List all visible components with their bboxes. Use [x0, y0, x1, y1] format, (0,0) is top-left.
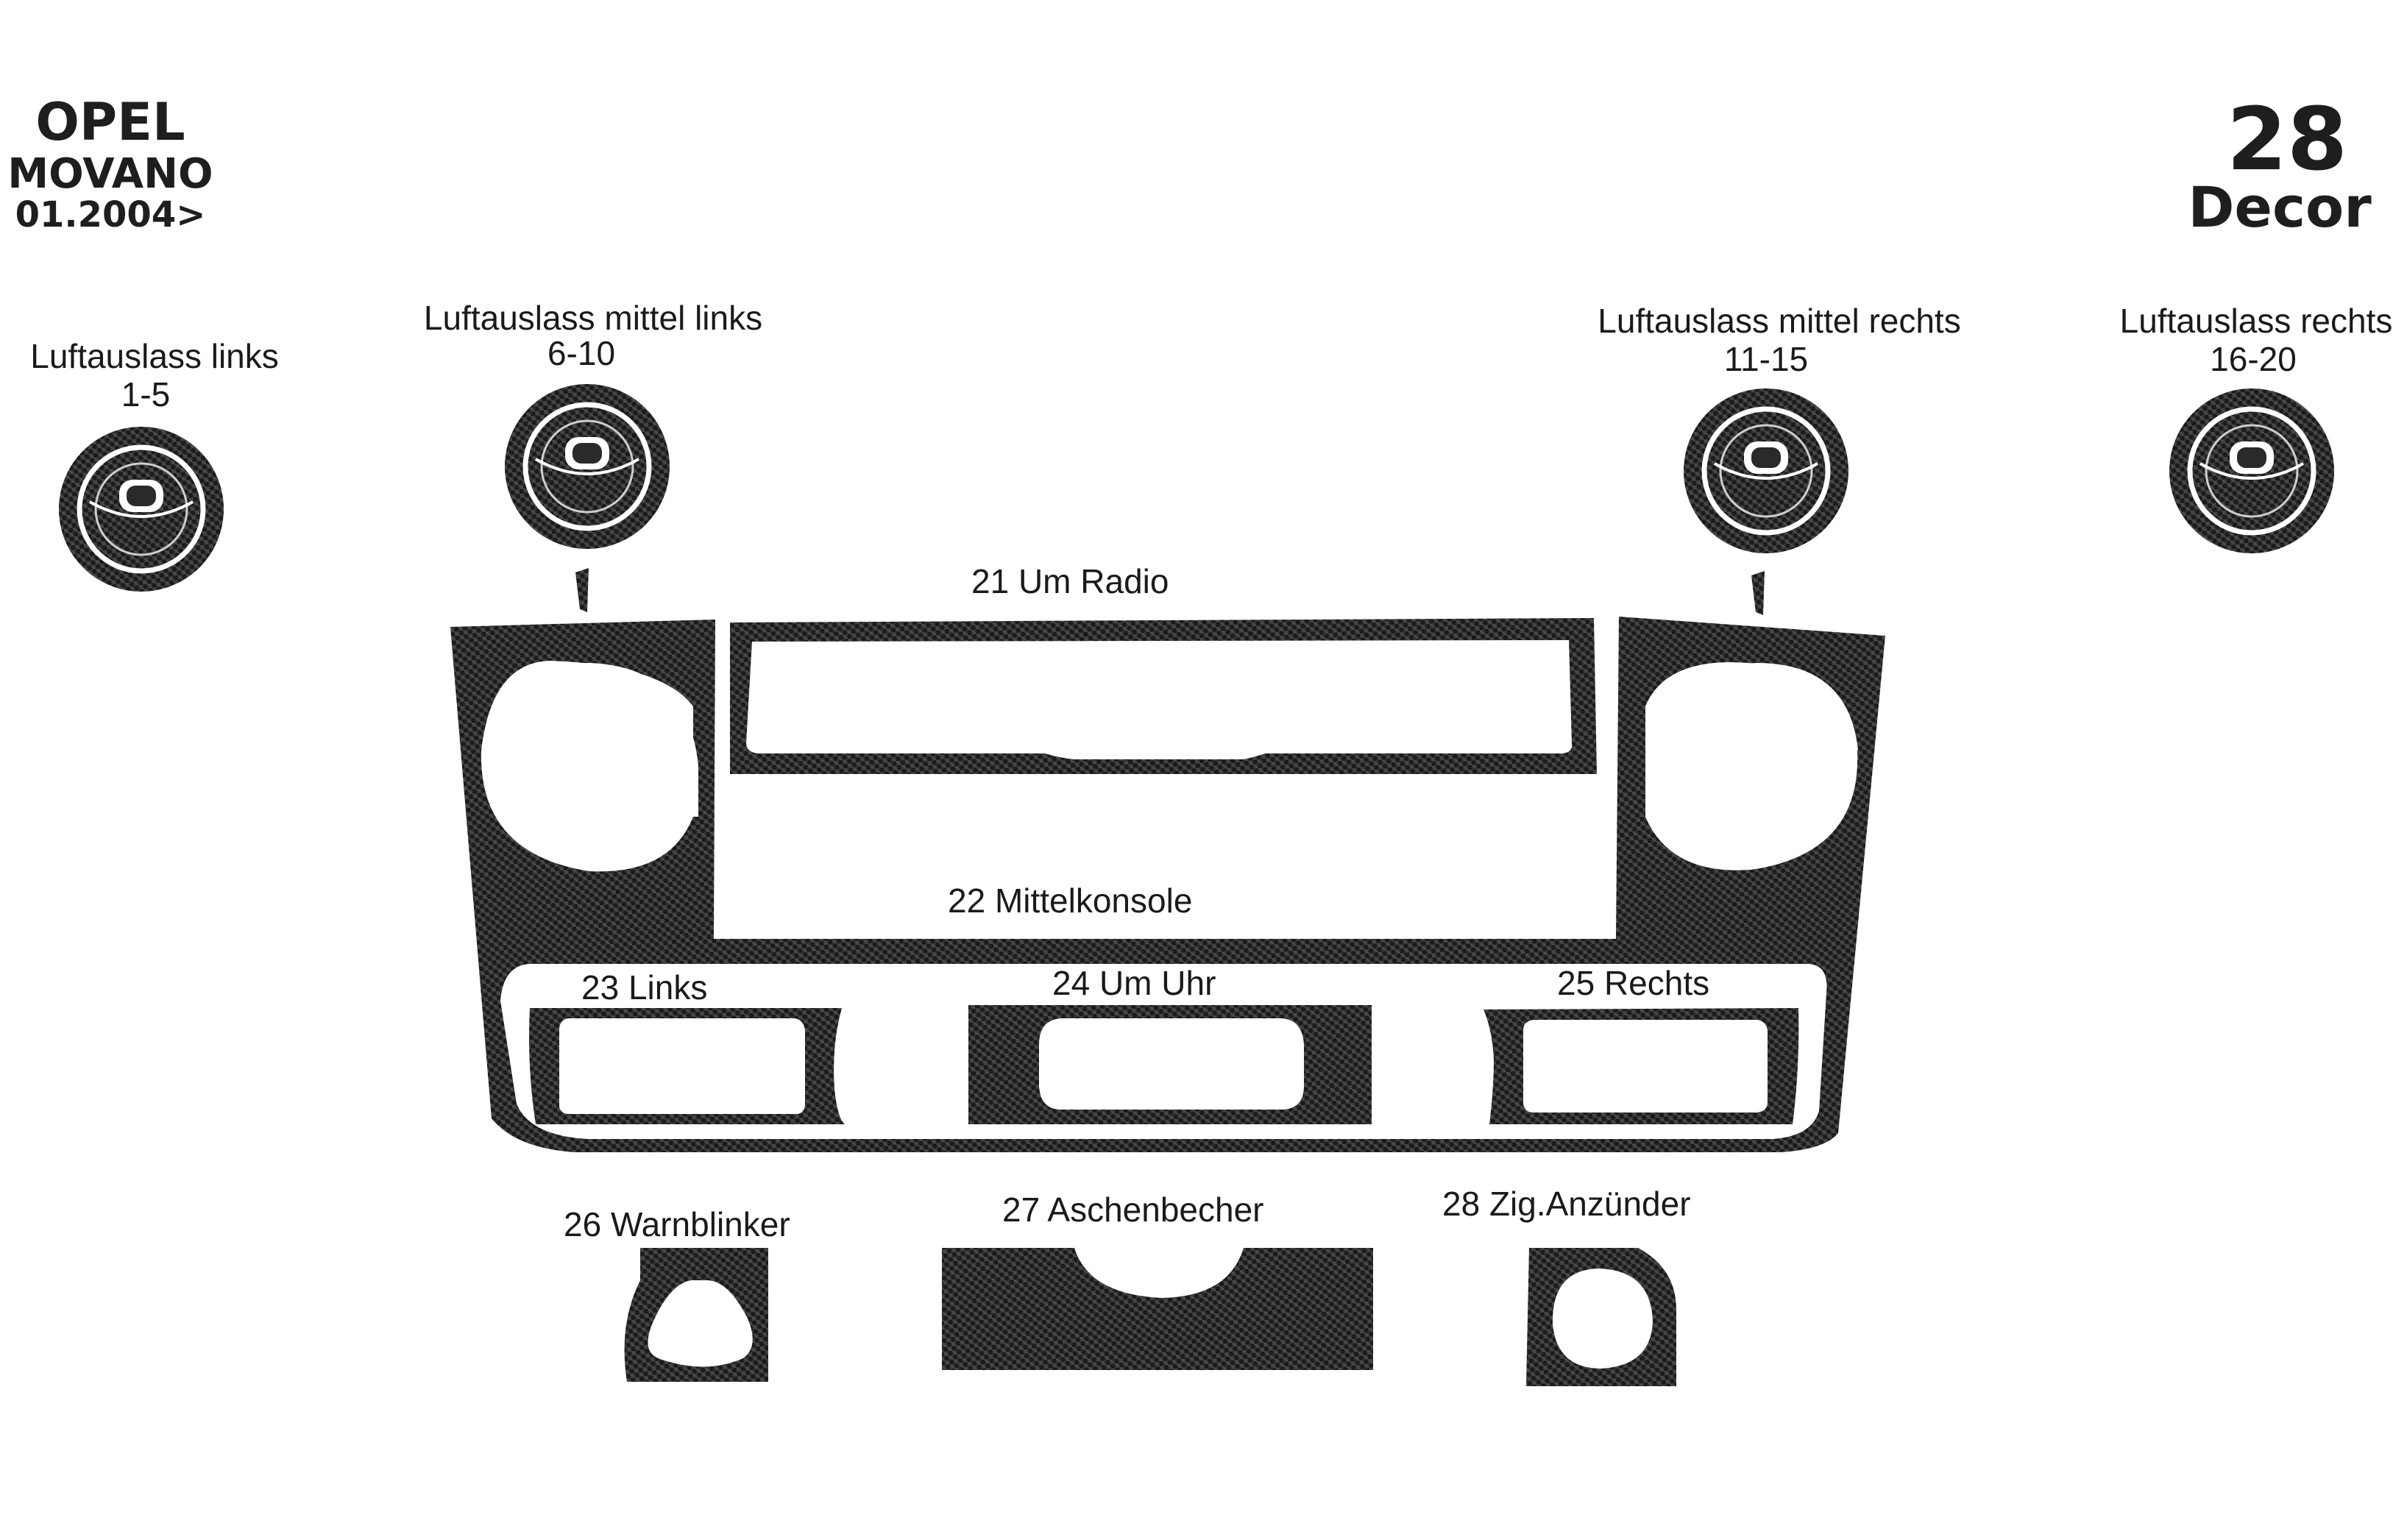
label-um-radio: 21 Um Radio	[971, 562, 1169, 600]
part-zig-anzuender	[1526, 1248, 1676, 1386]
vent-range-right: 16-20	[2210, 340, 2297, 378]
vent-label-right: Luftauslass rechts	[2120, 302, 2393, 340]
brand-title: OPEL	[35, 92, 185, 152]
label-warnblinker: 26 Warnblinker	[564, 1205, 790, 1243]
label-links: 23 Links	[581, 968, 707, 1007]
part-warnblinker	[624, 1248, 768, 1382]
model-title: MOVANO	[7, 150, 213, 198]
vent-piece-mid-right	[1684, 388, 1848, 553]
piece-count: 28	[2227, 88, 2347, 190]
date-range: 01.2004>	[15, 194, 206, 235]
vent-tab-mid-left	[575, 568, 589, 612]
vent-range-left: 1-5	[121, 375, 170, 414]
vent-label-left: Luftauslass links	[30, 337, 279, 375]
vent-tab-mid-right	[1751, 571, 1765, 615]
part-aschenbecher	[942, 1248, 1373, 1370]
vent-label-mid-left: Luftauslass mittel links	[424, 299, 762, 337]
part-um-uhr	[968, 1005, 1372, 1124]
label-um-uhr: 24 Um Uhr	[1052, 964, 1216, 1002]
part-links	[529, 1008, 845, 1124]
label-aschenbecher: 27 Aschenbecher	[1002, 1191, 1264, 1229]
vent-piece-left	[59, 427, 224, 592]
vent-range-mid-left: 6-10	[547, 334, 615, 372]
vent-range-mid-right: 11-15	[1724, 340, 1808, 378]
vent-piece-mid-left	[505, 384, 670, 549]
vent-piece-right	[2169, 388, 2334, 553]
part-um-radio	[730, 618, 1597, 774]
vent-label-mid-right: Luftauslass mittel rechts	[1598, 302, 1960, 340]
label-zig-anzuender: 28 Zig.Anzünder	[1442, 1185, 1691, 1223]
label-rechts: 25 Rechts	[1557, 964, 1709, 1002]
part-rechts	[1483, 1008, 1799, 1124]
label-mittelkonsole: 22 Mittelkonsole	[948, 881, 1192, 920]
kit-type: Decor	[2188, 174, 2372, 240]
